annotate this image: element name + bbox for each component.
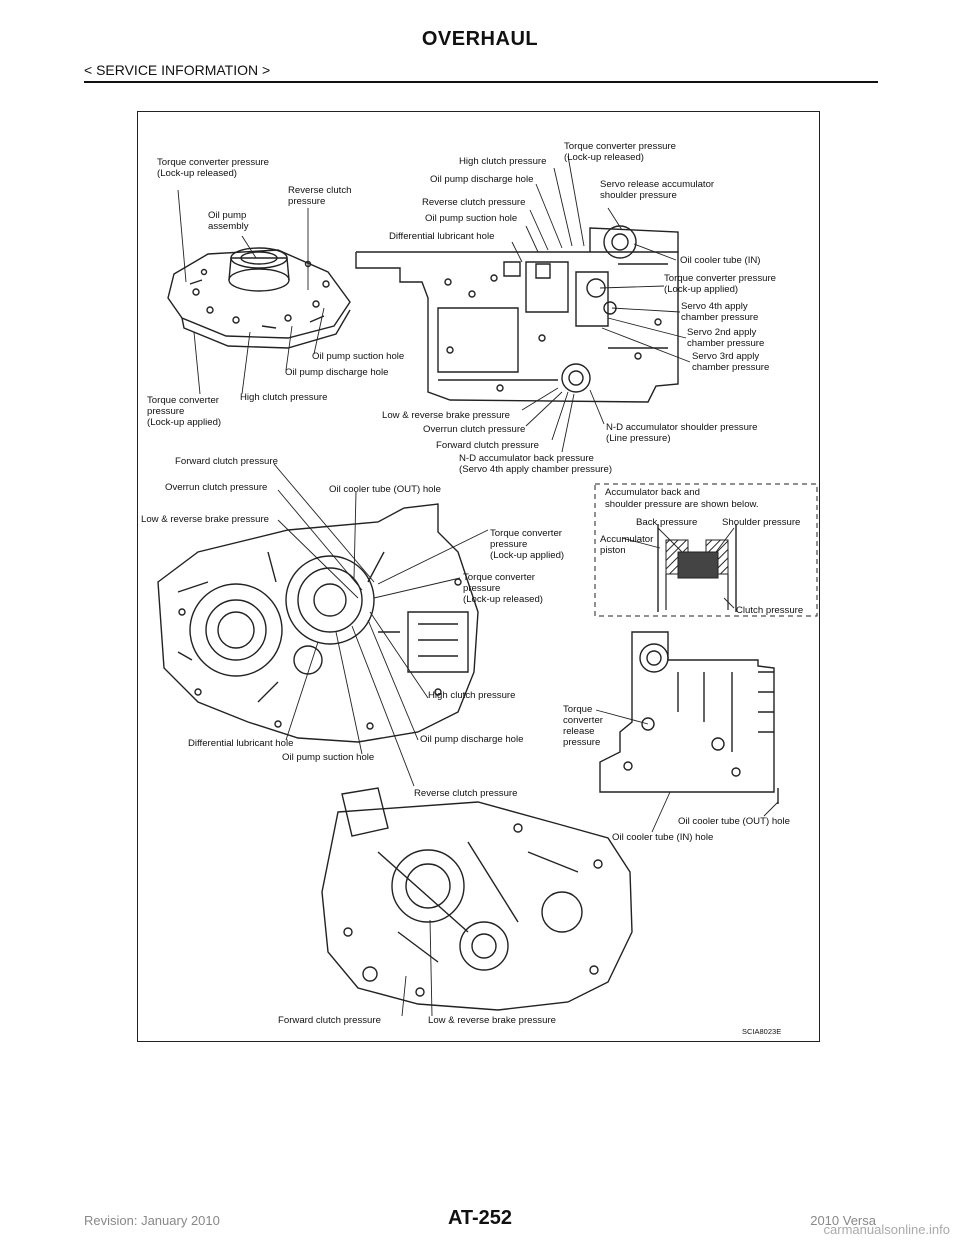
label-overrun-1: Overrun clutch pressure bbox=[423, 424, 525, 435]
label-oil-pump-suction-2: Oil pump suction hole bbox=[425, 213, 517, 224]
label-oil-cooler-in-1: Oil cooler tube (IN) bbox=[680, 255, 761, 266]
header-rule bbox=[84, 81, 878, 83]
callout-labels: Torque converter pressure(Lock-up releas… bbox=[141, 141, 803, 1036]
label-nd-back: N-D accumulator back pressure(Servo 4th … bbox=[459, 453, 612, 475]
label-oil-cooler-in-2: Oil cooler tube (IN) hole bbox=[612, 832, 713, 843]
label-oil-cooler-out-1: Oil cooler tube (OUT) hole bbox=[329, 484, 441, 495]
label-oil-pump-suction-3: Oil pump suction hole bbox=[282, 752, 374, 763]
label-tc-applied-2: Torque converter pressure(Lock-up applie… bbox=[664, 273, 776, 295]
label-high-clutch-1: High clutch pressure bbox=[240, 392, 327, 403]
label-clutch-pressure: Clutch pressure bbox=[736, 605, 803, 616]
label-oil-pump-discharge-3: Oil pump discharge hole bbox=[420, 734, 523, 745]
label-diff-lubricant-2: Differential lubricant hole bbox=[188, 738, 293, 749]
figure-code: SCIA8023E bbox=[742, 1027, 781, 1036]
label-oil-pump-suction-1: Oil pump suction hole bbox=[312, 351, 404, 362]
label-oil-pump-discharge-2: Oil pump discharge hole bbox=[430, 174, 533, 185]
transaxle-case-drawing bbox=[157, 503, 479, 743]
label-oil-cooler-out-2: Oil cooler tube (OUT) hole bbox=[678, 816, 790, 827]
label-overrun-2: Overrun clutch pressure bbox=[165, 482, 267, 493]
accumulator-detail bbox=[594, 483, 818, 617]
label-forward-1: Forward clutch pressure bbox=[436, 440, 539, 451]
label-oil-pump-discharge-1: Oil pump discharge hole bbox=[285, 367, 388, 378]
section-tag: < SERVICE INFORMATION > bbox=[84, 62, 271, 78]
label-reverse-clutch-3: Reverse clutch pressure bbox=[414, 788, 517, 799]
valve-body-side-drawing bbox=[599, 631, 779, 804]
label-nd-shoulder: N-D accumulator shoulder pressure(Line p… bbox=[606, 422, 757, 444]
revision-date: Revision: January 2010 bbox=[84, 1213, 220, 1228]
figure-drawing: Torque converter pressure(Lock-up releas… bbox=[141, 141, 818, 1036]
label-low-reverse-1: Low & reverse brake pressure bbox=[382, 410, 510, 421]
label-tc-released-2: Torque converter pressure(Lock-up releas… bbox=[564, 141, 676, 163]
page-title: OVERHAUL bbox=[421, 28, 539, 50]
watermark: carmanualsonline.info bbox=[823, 1222, 950, 1237]
label-tc-released-1: Torque converter pressure(Lock-up releas… bbox=[157, 157, 269, 179]
transaxle-case-bottom-drawing bbox=[321, 787, 633, 1011]
label-forward-2: Forward clutch pressure bbox=[175, 456, 278, 467]
valve-body-drawing bbox=[355, 225, 679, 403]
label-low-reverse-2: Low & reverse brake pressure bbox=[141, 514, 269, 525]
label-diff-lubricant-1: Differential lubricant hole bbox=[389, 231, 494, 242]
page-number: AT-252 bbox=[447, 1207, 513, 1229]
label-reverse-clutch-2: Reverse clutch pressure bbox=[422, 197, 525, 208]
model-year: 2010 Versa bbox=[810, 1213, 876, 1228]
label-low-reverse-3: Low & reverse brake pressure bbox=[428, 1015, 556, 1026]
overhaul-figure: Torque converter pressure(Lock-up releas… bbox=[137, 111, 820, 1042]
label-high-clutch-3: High clutch pressure bbox=[428, 690, 515, 701]
label-back-pressure: Back pressure bbox=[636, 517, 697, 528]
oil-pump-drawing bbox=[167, 247, 351, 349]
leader-lines bbox=[177, 155, 779, 1017]
label-shoulder-pressure: Shoulder pressure bbox=[722, 517, 800, 528]
label-forward-3: Forward clutch pressure bbox=[278, 1015, 381, 1026]
label-high-clutch-2: High clutch pressure bbox=[459, 156, 546, 167]
